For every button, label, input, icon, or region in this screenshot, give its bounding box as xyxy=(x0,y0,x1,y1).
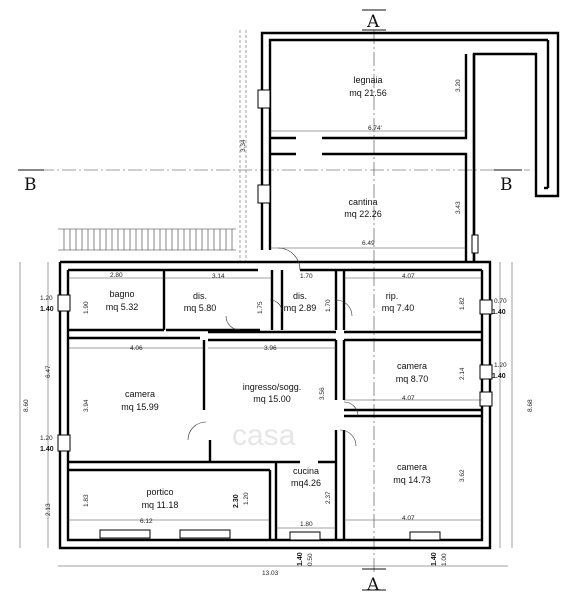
dim-right-8-68: 8.68 xyxy=(527,399,534,412)
dim-bagno-width: 2.80 xyxy=(110,272,123,279)
dim-dis-height: 1.75 xyxy=(257,301,264,314)
room-bagno-area: mq 5.32 xyxy=(106,302,139,312)
room-camera-left-name: camera xyxy=(125,389,155,399)
section-lines xyxy=(40,30,530,575)
dim-rip-width: 4.07 xyxy=(402,273,415,280)
door-swings xyxy=(187,247,359,447)
section-label-b-left: B xyxy=(24,175,37,195)
dim-window-070: 0.70 xyxy=(494,298,507,305)
room-camera-br-area: mq 14.73 xyxy=(393,475,431,485)
dim-legnaia-height: 3.20 xyxy=(455,79,462,92)
dim-camera-left-width: 4.06 xyxy=(130,345,143,352)
dim-ingresso-width: 3.96 xyxy=(264,345,277,352)
watermark-text: casa xyxy=(232,419,296,452)
dim-left-2-13: 2.13 xyxy=(45,503,52,516)
dim-window-140-e: 1.40 xyxy=(297,552,304,566)
dim-rip-height: 1.82 xyxy=(459,297,466,310)
dim-window-140-b: 1.40 xyxy=(40,446,54,453)
dim-window-230: 2.30 xyxy=(233,494,240,508)
room-rip-area: mq 7.40 xyxy=(382,303,415,313)
dim-dis-width: 3.14 xyxy=(212,273,225,280)
dim-camera-mid-height: 2.14 xyxy=(459,367,466,380)
dim-window-120-d: 1.20 xyxy=(243,492,250,505)
room-camera-mid-name: camera xyxy=(397,361,427,371)
dim-window-140-f: 1.40 xyxy=(431,552,438,566)
room-cucina-area: mq4.26 xyxy=(291,478,321,488)
section-markers xyxy=(18,9,522,591)
room-cantina-area: mq 22.26 xyxy=(344,209,382,219)
dim-cantina-width: 6.49 xyxy=(362,240,375,247)
section-label-b-right: B xyxy=(500,175,513,195)
dim-window-120-b: 1.20 xyxy=(40,435,53,442)
room-dis-1-name: dis. xyxy=(193,291,207,301)
dim-window-140-a: 1.40 xyxy=(40,306,54,313)
room-bagno-name: bagno xyxy=(109,289,134,299)
room-rip-name: rip. xyxy=(386,291,399,301)
dim-camera-br-height: 3.62 xyxy=(459,469,466,482)
dim-camera-left-height: 3.94 xyxy=(83,399,90,412)
walls xyxy=(58,31,560,550)
dim-left-3-34: 3.34 xyxy=(240,139,247,152)
dim-window-120-a: 1.20 xyxy=(40,295,53,302)
room-ingresso-area: mq 15.00 xyxy=(253,394,291,404)
dim-cucina-width: 1.80 xyxy=(300,521,313,528)
room-dis-2-area: mq 2.89 xyxy=(284,303,317,313)
dimension-lines xyxy=(19,130,513,567)
room-ingresso-name: ingresso/sogg. xyxy=(243,382,302,392)
room-dis-1-area: mq 5.80 xyxy=(184,303,217,313)
room-cantina-name: cantina xyxy=(348,197,377,207)
room-camera-br-name: camera xyxy=(397,462,427,472)
section-label-a-top: A xyxy=(366,12,380,32)
section-label-a-bottom: A xyxy=(366,575,380,595)
room-portico-area: mq 11.18 xyxy=(142,500,179,510)
room-dis-2-name: dis. xyxy=(293,291,307,301)
dim-left-8-60: 8.60 xyxy=(23,399,30,412)
dim-left-6-47: 6.47 xyxy=(45,365,52,378)
room-cucina-name: cucina xyxy=(293,466,319,476)
boundary-dashed xyxy=(239,30,247,262)
room-camera-left-area: mq 15.99 xyxy=(121,402,159,412)
dim-bagno-height: 1.90 xyxy=(83,301,90,314)
dim-portico-width: 6.12 xyxy=(140,518,153,525)
dim-window-140-c: 1.40 xyxy=(492,309,506,316)
room-legnaia-name: legnaia xyxy=(353,75,382,85)
dim-window-100: 1.00 xyxy=(441,553,448,566)
dim-window-120-c: 1.20 xyxy=(494,362,507,369)
dim-cantina-height: 3.43 xyxy=(455,201,462,214)
dim-camera-br-width: 4.07 xyxy=(402,515,415,522)
dim-legnaia-width: 6.74' xyxy=(368,125,382,132)
windows xyxy=(57,89,493,541)
dim-dis2-width: 1.70 xyxy=(300,273,313,280)
room-legnaia-area: mq 21.56 xyxy=(349,88,387,98)
dim-ingresso-height: 3.56 xyxy=(319,387,326,400)
room-portico-name: portico xyxy=(146,487,173,497)
dim-window-050: 0.50 xyxy=(307,553,314,566)
dim-cucina-height: 2.37 xyxy=(325,491,332,504)
dim-portico-height: 1.83 xyxy=(83,494,90,507)
dim-camera-mid-width: 4.07 xyxy=(402,395,415,402)
dim-total-width: 13.03 xyxy=(262,570,279,577)
stairs xyxy=(58,228,236,251)
dim-window-140-d: 1.40 xyxy=(492,373,506,380)
dim-dis2-height: 1.70 xyxy=(325,299,332,312)
room-camera-mid-area: mq 8.70 xyxy=(396,374,429,384)
